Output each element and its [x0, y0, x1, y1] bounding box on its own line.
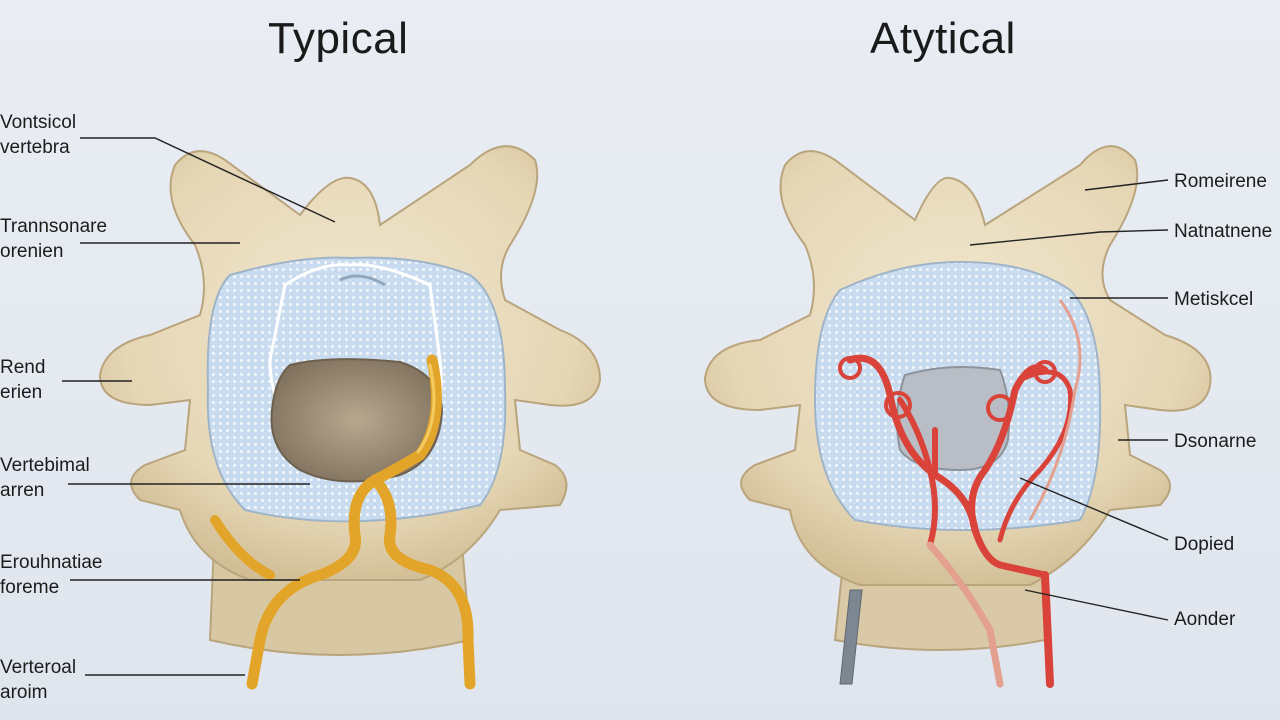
- label-dopied: Dopied: [1174, 534, 1235, 555]
- label-dsonarne: Dsonarne: [1174, 431, 1257, 452]
- label-vertebimal-arren: Vertebimal arren: [0, 455, 90, 501]
- label-vontsicol-vertebra: Vontsicol vertebra: [0, 112, 77, 158]
- label-metiskcel: Metiskcel: [1174, 289, 1254, 310]
- atypical-vertebra: [703, 145, 1212, 688]
- label-rend-erien: Rend erien: [0, 357, 46, 403]
- label-erouhnatiae-foreme: Erouhnatiae foreme: [0, 552, 103, 598]
- label-natnatnene: Natnatnene: [1174, 221, 1273, 242]
- label-trannsonare-orenien: Trannsonare orenien: [0, 216, 108, 262]
- typical-vertebra: [98, 145, 602, 690]
- typical-nerve: [246, 354, 442, 690]
- typical-title: Typical: [268, 14, 409, 63]
- atypical-title: Atytical: [870, 14, 1016, 63]
- typical-spinal-canal: [270, 358, 444, 483]
- atypical-arteries: [838, 354, 1074, 688]
- label-romeirene: Romeirene: [1174, 171, 1267, 192]
- right-leader-lines: [969, 179, 1169, 621]
- atypical-grey-tube: [839, 589, 863, 685]
- left-leader-lines: [62, 137, 336, 676]
- label-verteroal-aroim: Verteroal aroim: [0, 657, 77, 703]
- label-aonder: Aonder: [1174, 609, 1236, 630]
